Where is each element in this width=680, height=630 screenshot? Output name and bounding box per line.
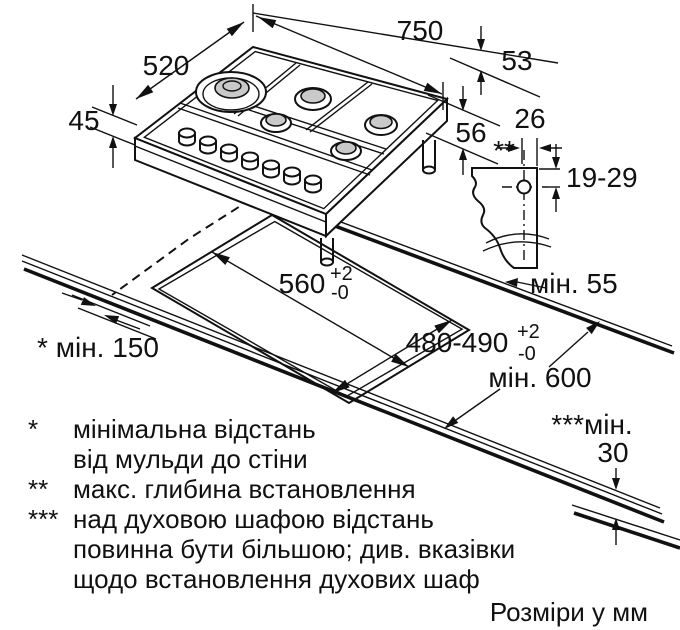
worktop-front-edge-1	[21, 254, 661, 509]
dimension-annotations: 750 520 45 53 56 26	[37, 4, 638, 545]
dim-26-label: 26	[514, 103, 545, 134]
burner-right-back	[364, 114, 398, 136]
oven-lines	[571, 504, 680, 550]
bracket-break-line-1	[485, 233, 550, 244]
bracket-screw-hole	[516, 179, 532, 195]
footnote-3-line2: повинна бути більшою; див. вказівки	[73, 534, 515, 564]
bracket-note-marker: **	[493, 135, 515, 166]
hob-projection-dashed-line	[111, 190, 265, 296]
clearance-oven-marker: ***мін.	[551, 409, 632, 440]
hob-front-lip	[134, 145, 327, 223]
dim-53-label: 53	[501, 45, 532, 76]
cutout-outer	[150, 213, 471, 405]
clearance-oven-value: 30	[597, 437, 628, 468]
footnote-1-line1: мінімальна відстань	[73, 414, 316, 444]
footnotes: * мінімальна відстань від мульди до стін…	[28, 414, 648, 627]
control-knobs	[178, 127, 322, 194]
cutout-depth-label: 480-490	[406, 327, 509, 358]
dim-45-label: 45	[68, 105, 99, 136]
cutout-inner	[157, 220, 464, 398]
clearance-wall-label: мін. 55	[530, 268, 618, 299]
mounting-bracket-detail	[471, 150, 552, 269]
burner-mid-back	[294, 87, 332, 111]
cutout-width-label: 560	[279, 268, 326, 299]
dim-19-29-label: 19-29	[566, 162, 638, 193]
wok-burner	[195, 71, 267, 113]
clearance-worktop-label: мін. 600	[488, 362, 591, 393]
footnote-1-line2: від мульди до стіни	[73, 444, 308, 474]
burner-right-front	[330, 141, 362, 161]
hob-drawing	[132, 45, 449, 267]
cutout-depth-tol-plus: +2	[517, 321, 540, 343]
bracket-break-line-2	[482, 241, 552, 252]
units-note: Розміри у мм	[490, 597, 648, 627]
footnote-3-line1: над духовою шафою відстань	[73, 504, 434, 534]
dim-520-label: 520	[143, 50, 190, 81]
footnote-1-marker: *	[28, 414, 38, 444]
footnote-3-marker: ***	[28, 504, 58, 534]
dim-56-label: 56	[455, 117, 486, 148]
cutout-depth-tol-minus: -0	[518, 343, 536, 365]
hob-leg-right	[422, 140, 436, 175]
footnote-2-marker: **	[28, 474, 48, 504]
hob-leg-front	[320, 238, 334, 267]
clearance-side-label: * мін. 150	[37, 332, 159, 363]
cutout-width-tol-minus: -0	[331, 282, 349, 304]
footnote-3-line3: щодо встановлення духових шаф	[73, 564, 480, 594]
cutout-width-tol-plus: +2	[330, 263, 353, 285]
footnote-2-line1: макс. глибина встановлення	[73, 474, 416, 504]
burner-mid-front	[260, 113, 292, 133]
dim-750-label: 750	[397, 15, 444, 46]
